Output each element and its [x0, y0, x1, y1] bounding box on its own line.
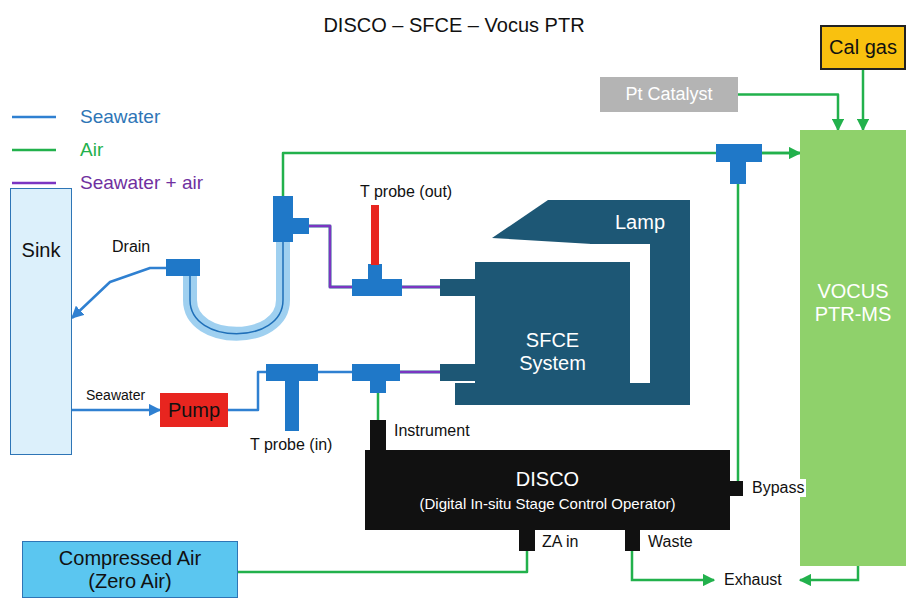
legend-line — [10, 106, 60, 128]
node-label: Compressed Air (Zero Air) — [43, 547, 218, 593]
temperature-probe — [371, 205, 379, 265]
tee-stem — [370, 381, 386, 393]
u-tube — [190, 240, 283, 334]
node-label: DISCO — [516, 468, 579, 491]
seawater-line — [228, 372, 475, 410]
port-label: Instrument — [392, 422, 472, 440]
legend-text: Seawater + air — [80, 172, 203, 194]
air-supply-box: Compressed Air (Zero Air) — [22, 541, 238, 598]
legend-line-sample — [12, 182, 56, 185]
legend-line-sample — [12, 149, 56, 152]
air-line — [738, 95, 838, 131]
lamp-housing: Lamp — [590, 200, 690, 244]
flow-label: Seawater — [84, 387, 147, 403]
sink-box: Sink — [10, 188, 72, 455]
air-line — [730, 153, 800, 488]
tee-fitting — [266, 364, 318, 381]
instrument-port — [370, 420, 386, 451]
node-label: VOCUS PTR-MS — [805, 280, 901, 326]
node-label: Lamp — [615, 211, 665, 234]
part-label: Drain — [110, 238, 152, 256]
air-line — [862, 70, 865, 130]
port-label: ZA in — [540, 533, 580, 551]
controller-box: DISCO (Digital In-situ Stage Control Oper… — [365, 450, 730, 530]
probe-label: T probe (out) — [358, 183, 454, 201]
legend-line — [10, 172, 60, 194]
tee-fitting — [716, 144, 762, 162]
sfce-inlet — [440, 364, 476, 381]
drain-tee — [166, 259, 200, 276]
probe-label: T probe (in) — [248, 436, 334, 454]
za-in-port — [519, 529, 535, 551]
node-label: Pt Catalyst — [625, 84, 712, 105]
waste-line — [632, 551, 714, 580]
reactor-box: SFCE System — [475, 262, 630, 383]
instrument-box: VOCUS PTR-MS — [800, 130, 906, 566]
node-label: Pump — [168, 399, 220, 422]
legend-line-sample — [12, 116, 56, 119]
legend-text: Air — [80, 139, 103, 161]
catalyst-box: Pt Catalyst — [600, 77, 738, 112]
seawater-line — [72, 409, 160, 412]
gas-source-box: Cal gas — [820, 25, 906, 70]
bypass-port — [729, 481, 743, 496]
legend-line — [10, 139, 60, 161]
port-label: Waste — [646, 533, 695, 551]
tee-stem — [368, 264, 382, 280]
outlet-label: Exhaust — [722, 571, 784, 589]
diagram-title: DISCO – SFCE – Vocus PTR — [0, 14, 908, 37]
separator-tee — [273, 196, 293, 242]
sfce-outlet — [440, 279, 476, 296]
lamp-post — [650, 243, 690, 393]
sfce-base — [455, 383, 690, 405]
exhaust-line — [800, 566, 858, 580]
tee-fitting — [352, 279, 402, 296]
tee-fitting — [352, 364, 400, 381]
pump-box: Pump — [160, 393, 228, 427]
tee-stem — [730, 162, 746, 184]
seawater-line — [72, 226, 475, 337]
port-label: Bypass — [750, 479, 806, 497]
node-label: Cal gas — [829, 36, 897, 59]
node-label: Sink — [22, 239, 61, 262]
waste-port — [625, 529, 640, 551]
separator-tee-arm — [293, 218, 309, 234]
u-tube-outline — [190, 240, 283, 334]
temperature-probe-stem — [285, 381, 299, 431]
node-label: SFCE System — [503, 329, 603, 375]
lamp-cone — [492, 200, 592, 244]
air-line — [238, 530, 527, 572]
legend-text: Seawater — [80, 106, 160, 128]
node-subtitle: (Digital In-situ Stage Control Operator) — [420, 495, 676, 512]
seawater-air-line — [296, 226, 475, 287]
